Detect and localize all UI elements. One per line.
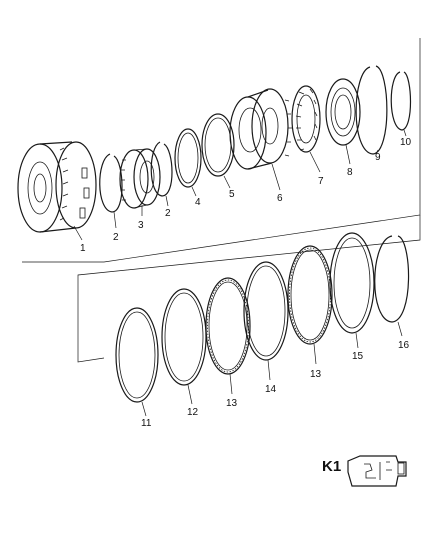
- part-5-ring: [201, 113, 235, 177]
- part-11-plate: [115, 307, 159, 403]
- part-10-snap-ring: [390, 71, 412, 131]
- callout-11: 11: [141, 418, 152, 429]
- part-13-friction-disc-second: [287, 245, 333, 345]
- callout-13: 13: [226, 398, 238, 409]
- part-14-steel-plate: [243, 261, 289, 361]
- part-2-snap-ring: [99, 153, 123, 213]
- callout-14: 14: [265, 384, 277, 395]
- callout-8: 8: [347, 167, 353, 178]
- callout-15: 15: [352, 351, 364, 362]
- upper-assembly-outline: [22, 38, 421, 263]
- part-13-friction-disc: [205, 277, 251, 375]
- callout-12: 12: [187, 407, 199, 418]
- lower-assembly-outline: [77, 215, 421, 363]
- part-3-splined-hub: [119, 148, 161, 209]
- callout-10: 10: [400, 137, 412, 148]
- callout-7: 7: [318, 176, 324, 187]
- part-15-pressure-plate: [329, 232, 375, 334]
- callout-9: 9: [375, 152, 381, 163]
- callout-6: 6: [277, 193, 283, 204]
- callout-1: 1: [80, 243, 86, 254]
- transmission-key-icon: [347, 455, 407, 487]
- callout-13-second: 13: [310, 369, 322, 380]
- part-16-snap-ring: [374, 235, 410, 323]
- part-7-return-spring: [291, 85, 321, 153]
- callout-4: 4: [195, 197, 201, 208]
- callout-16: 16: [398, 340, 410, 351]
- part-12-steel-plate: [161, 288, 207, 386]
- key-label: K1: [322, 458, 341, 475]
- callout-2: 2: [113, 232, 119, 243]
- callout-2-second: 2: [165, 208, 171, 219]
- part-1-clutch-drum: [17, 141, 97, 233]
- part-6-piston: [229, 88, 292, 170]
- part-4-ring: [174, 128, 202, 188]
- callout-5: 5: [229, 189, 235, 200]
- callout-3: 3: [138, 220, 144, 231]
- leader-lines: [73, 129, 407, 417]
- part-8-retainer: [325, 78, 361, 146]
- part-2-snap-ring-second: [150, 141, 173, 197]
- part-9-snap-ring: [355, 65, 388, 155]
